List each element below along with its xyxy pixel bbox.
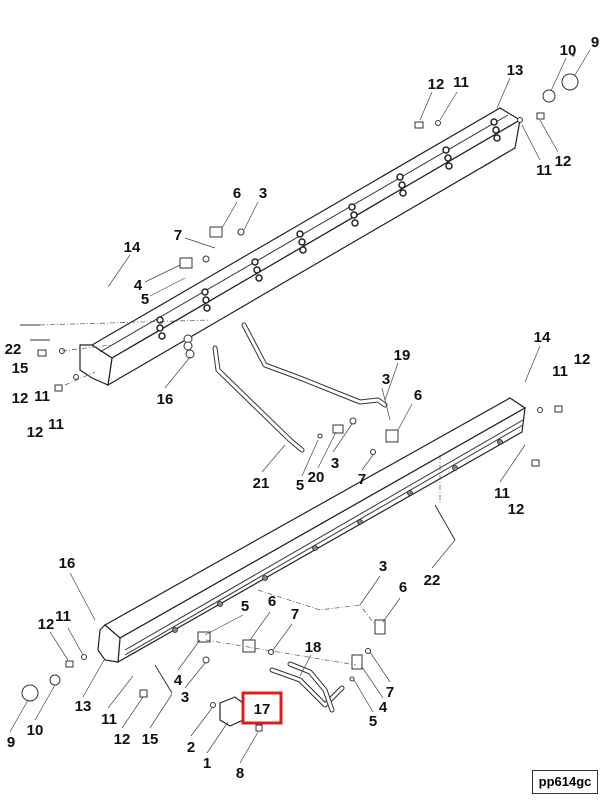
- callout: 10: [560, 42, 577, 59]
- callout: 12: [428, 76, 445, 93]
- callouts-middle: 19 3 6 21 5 20 3 7 14 11 12 11 12 22: [253, 329, 591, 589]
- callout: 4: [134, 277, 143, 294]
- callout: 12: [38, 616, 55, 633]
- callout: 11: [48, 416, 64, 433]
- callout: 13: [507, 62, 524, 79]
- callout: 12: [555, 153, 572, 170]
- callout: 7: [174, 227, 182, 244]
- callout: 11: [34, 388, 50, 405]
- callout: 8: [236, 765, 244, 782]
- fittings: [20, 53, 579, 732]
- callout: 2: [187, 739, 195, 756]
- callout: 4: [379, 699, 388, 716]
- callout: 5: [296, 477, 304, 494]
- callout: 6: [414, 387, 422, 404]
- callout: 11: [494, 485, 510, 502]
- callout: 11: [55, 608, 71, 625]
- highlight-box: [241, 691, 283, 725]
- callout: 12: [114, 731, 131, 748]
- pipe-21: [212, 345, 305, 453]
- callout: 1: [203, 755, 211, 772]
- callout: 22: [5, 341, 22, 358]
- callout: 5: [141, 291, 149, 308]
- callout: 6: [268, 593, 276, 610]
- callout: 12: [508, 501, 525, 518]
- callout: 5: [369, 713, 377, 730]
- callout: 12: [574, 351, 591, 368]
- callouts-upper: 9 10 13 12 11 11 12 6 3 7 14 4 5 22 15 1…: [5, 34, 600, 441]
- callout: 3: [331, 455, 339, 472]
- upper-manifold-beam: [79, 107, 522, 387]
- callout: 7: [386, 684, 394, 701]
- callout: 3: [382, 371, 390, 388]
- callout: 12: [27, 424, 44, 441]
- callout: 22: [424, 572, 441, 589]
- callout: 10: [27, 722, 44, 739]
- callout: 9: [591, 34, 599, 51]
- callout: 18: [305, 639, 322, 656]
- figure-code: pp614gc: [532, 770, 598, 794]
- leader-lines: [9, 49, 591, 764]
- pipe-18: [269, 661, 345, 713]
- callout: 16: [59, 555, 76, 572]
- callout: 15: [12, 360, 29, 377]
- callout: 3: [259, 185, 267, 202]
- callout: 20: [308, 469, 325, 486]
- callout: 7: [358, 471, 366, 488]
- callout: 3: [379, 558, 387, 575]
- callout: 19: [394, 347, 411, 364]
- callout: 11: [536, 162, 552, 179]
- callout: 11: [453, 74, 469, 91]
- callout: 7: [291, 606, 299, 623]
- callout: 14: [124, 239, 141, 256]
- callout: 11: [552, 363, 568, 380]
- callout: 4: [174, 672, 183, 689]
- callout: 13: [75, 698, 92, 715]
- callout: 6: [233, 185, 241, 202]
- callout: 16: [157, 391, 174, 408]
- callout: 11: [101, 711, 117, 728]
- callout: 9: [7, 734, 15, 751]
- callout: 3: [181, 689, 189, 706]
- callout: 6: [399, 579, 407, 596]
- callout: 12: [12, 390, 29, 407]
- pipe-19: [241, 322, 388, 408]
- lower-manifold-beam: [97, 397, 527, 664]
- callout: 21: [253, 475, 270, 492]
- callout: 5: [241, 598, 249, 615]
- callout-highlighted[interactable]: 17: [254, 701, 271, 718]
- callout: 14: [534, 329, 551, 346]
- callout: 15: [142, 731, 159, 748]
- callouts-lower: 16 12 11 3 6 5 6 7 18 4 3 13 11 12 15 9 …: [7, 555, 407, 782]
